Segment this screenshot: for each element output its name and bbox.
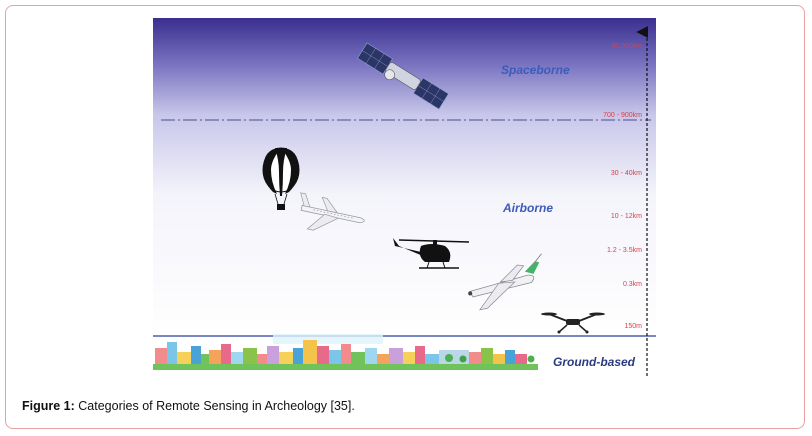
category-airborne: Airborne	[502, 201, 553, 215]
category-spaceborne: Spaceborne	[501, 63, 570, 77]
helicopter-icon	[393, 238, 470, 269]
sky-background	[153, 18, 656, 340]
satellite-icon	[357, 42, 449, 110]
altitude-label-satellite: 700 - 900km	[603, 112, 642, 119]
figure-caption: Figure 1: Categories of Remote Sensing i…	[22, 399, 355, 413]
figure-caption-label: Figure 1:	[22, 399, 75, 413]
altitude-label-balloon: 30 - 40km	[611, 170, 642, 177]
diagram-canvas: 36,000km 700 - 900km 30 - 40km 10 - 12km…	[153, 18, 656, 376]
remote-sensing-diagram: 36,000km 700 - 900km 30 - 40km 10 - 12km…	[153, 18, 656, 378]
jet-airplane-icon	[300, 192, 365, 231]
light-aircraft-icon	[468, 253, 542, 311]
altitude-label-top: 36,000km	[611, 43, 642, 50]
figure-caption-text: Categories of Remote Sensing in Archeolo…	[74, 399, 355, 413]
hot-air-balloon-icon	[262, 147, 300, 210]
altitude-label-jet: 10 - 12km	[611, 213, 642, 220]
category-ground-based: Ground-based	[553, 355, 636, 369]
city-skyline-illustration	[153, 334, 538, 370]
drone-icon	[541, 312, 605, 334]
altitude-label-drone: 150m	[624, 323, 642, 330]
altitude-label-plane: 0.3km	[623, 281, 642, 288]
altitude-label-helicopter: 1.2 - 3.5km	[607, 247, 642, 254]
